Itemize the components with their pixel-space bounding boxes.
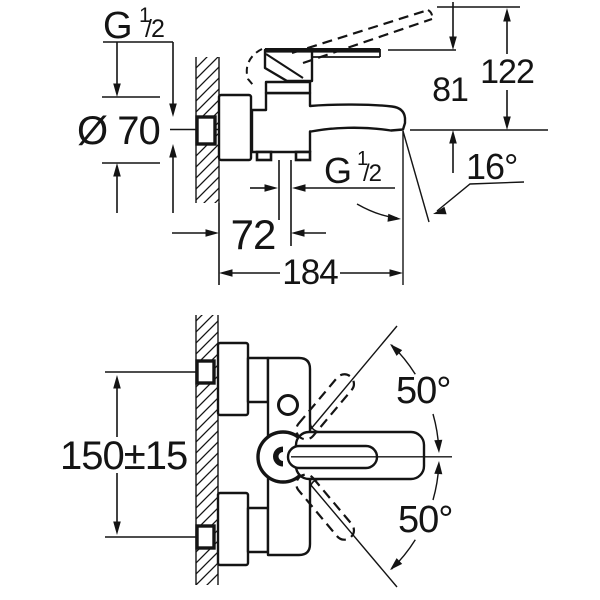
inlet-union-top xyxy=(195,359,216,385)
dim-projection-total-label: 184 xyxy=(282,253,338,292)
escutcheon-top xyxy=(216,341,250,417)
dim-thread-wall-sup: 1 xyxy=(139,4,150,27)
mixer-body-outline xyxy=(250,91,407,154)
hub-index-mark xyxy=(273,446,283,467)
diverter-button xyxy=(277,394,299,416)
connection-block-top xyxy=(246,356,270,404)
lever-hub xyxy=(263,48,314,83)
dim-thread-wall-sub: /2 xyxy=(145,15,164,43)
lever-rotated-hub-dashed xyxy=(245,48,263,86)
side-view-mixer-body xyxy=(170,8,434,220)
lever-up-position-dashed xyxy=(295,373,355,441)
mounting-foot-right xyxy=(294,150,312,162)
front-view-dimensions: 150±15 50° 50° xyxy=(60,344,453,570)
dim-height-to-spout-label: 81 xyxy=(432,71,468,109)
dim-inlet-distance-label: 150±15 xyxy=(60,434,187,478)
wall-union-nut xyxy=(195,115,217,146)
lever-bar xyxy=(265,48,380,53)
escutcheon-bottom xyxy=(216,491,250,567)
dim-wall-to-spout-label: 72 xyxy=(231,211,276,258)
inlet-union-bottom xyxy=(195,524,216,550)
escutcheon-flange xyxy=(217,93,253,162)
stream-angle-line xyxy=(402,130,430,223)
dim-thread-inlet-sub: /2 xyxy=(363,160,382,187)
dim-swing-down-label: 50° xyxy=(398,499,452,541)
dim-thread-wall-label: G xyxy=(103,5,132,47)
mounting-foot-left xyxy=(255,150,273,162)
swing-limit-line-up xyxy=(309,325,398,431)
dim-height-overall-label: 122 xyxy=(480,53,534,91)
side-view-dimensions: G 1 /2 Ø 70 81 122 xyxy=(77,2,548,292)
dim-thread-inlet-label: G xyxy=(324,150,351,191)
cartridge-ring xyxy=(264,80,312,95)
dim-thread-inlet-sup: 1 xyxy=(357,148,368,170)
lever-down-position-dashed xyxy=(295,473,355,541)
swing-limit-line-down xyxy=(309,483,398,588)
lever-raised-dashed xyxy=(291,8,429,55)
connection-block-bottom xyxy=(246,506,270,554)
dim-flange-diameter-label: Ø 70 xyxy=(77,109,160,153)
dim-swing-up-label: 50° xyxy=(396,370,450,412)
dim-spout-angle-label: 16° xyxy=(466,146,517,187)
front-view-mixer-body xyxy=(195,325,452,588)
